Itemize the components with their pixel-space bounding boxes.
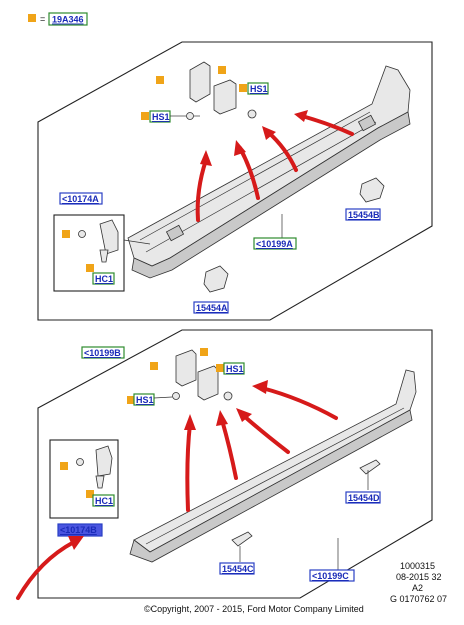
lower-tag-10199b[interactable]: <10199B — [81, 346, 125, 359]
upper-panel: HS1 HS1 <10174A HC1 15454B — [37, 41, 433, 321]
upper-red-arrows — [195, 110, 354, 222]
lower-inset-clip-icon — [76, 458, 84, 466]
lower-stud-left-icon — [172, 392, 180, 400]
lower-marker-2 — [200, 348, 208, 356]
upper-inset-marker-2 — [86, 264, 94, 272]
upper-stud-right-icon — [247, 109, 257, 119]
footer-line4: G 0170762 07 — [390, 594, 447, 604]
svg-text:HS1: HS1 — [136, 395, 154, 405]
upper-clip-rear — [357, 114, 377, 132]
svg-text:HS1: HS1 — [226, 364, 244, 374]
lower-panel-frame — [37, 329, 433, 599]
lower-rocker-panel-edge — [129, 409, 413, 563]
svg-text:HS1: HS1 — [152, 112, 170, 122]
lower-inset-fastener-icon — [95, 475, 105, 489]
svg-text:<10174A: <10174A — [62, 194, 99, 204]
svg-text:HC1: HC1 — [95, 274, 113, 284]
svg-text:<10199C: <10199C — [312, 571, 349, 581]
upper-bracket-b — [213, 79, 237, 115]
upper-stud-left-icon — [186, 112, 194, 120]
upper-tag-hs1-left[interactable]: HS1 — [149, 110, 171, 123]
pointer-arrow-head — [68, 536, 84, 550]
upper-inset-fastener-icon — [99, 249, 109, 263]
lower-bracket-b — [197, 365, 219, 401]
lower-clip-15454d — [359, 459, 381, 475]
upper-inset-marker-1 — [62, 230, 70, 238]
lower-arrow-1 — [185, 422, 192, 512]
lower-inset-bracket — [95, 445, 113, 477]
lower-marker-1 — [150, 362, 158, 370]
svg-text:15454B: 15454B — [348, 210, 380, 220]
lower-arrow-4 — [260, 386, 338, 420]
lower-inset-box — [49, 439, 119, 519]
lower-marker-4 — [216, 364, 224, 372]
upper-tag-hs1-right[interactable]: HS1 — [247, 82, 269, 95]
lower-clip-15454c — [231, 531, 253, 547]
legend: = 19A346 — [28, 12, 88, 26]
lower-tag-15454d[interactable]: 15454D — [345, 491, 381, 504]
lower-tag-hc1[interactable]: HC1 — [92, 494, 115, 507]
svg-text:HC1: HC1 — [95, 496, 113, 506]
upper-tag-10199a[interactable]: <10199A — [253, 237, 297, 250]
pointer-arrow-shaft — [16, 540, 76, 600]
lower-tag-10199c[interactable]: <10199C — [309, 569, 355, 582]
footer-codes: 1000315 08-2015 32 A2 G 0170762 07 — [390, 561, 447, 604]
legend-code-box — [48, 12, 88, 26]
upper-tag-15454a[interactable]: 15454A — [193, 301, 229, 314]
lower-bracket-a — [175, 349, 197, 387]
svg-text:15454C: 15454C — [222, 564, 254, 574]
lower-panel: <10199B HS1 HS1 HC1 <10174B — [37, 329, 433, 599]
upper-marker-1 — [156, 76, 164, 84]
upper-marker-4 — [239, 84, 247, 92]
upper-tag-10174a[interactable]: <10174A — [59, 192, 103, 205]
svg-text:HS1: HS1 — [250, 84, 268, 94]
upper-panel-frame — [37, 41, 433, 321]
lower-tag-15454c[interactable]: 15454C — [219, 562, 255, 575]
svg-text:15454D: 15454D — [348, 493, 380, 503]
upper-inset-box — [53, 214, 125, 292]
lower-inset-marker-2 — [86, 490, 94, 498]
footer-line2: 08-2015 32 — [396, 572, 442, 582]
lower-marker-3 — [127, 396, 135, 404]
svg-text:<10174B: <10174B — [60, 525, 97, 535]
upper-rocker-panel-edge — [131, 111, 411, 279]
upper-bracket-a — [189, 61, 211, 103]
svg-text:15454A: 15454A — [196, 303, 228, 313]
lower-tag-10174b-highlighted[interactable]: <10174B — [57, 523, 103, 537]
footer-line3: A2 — [412, 583, 423, 593]
upper-inset-clip-icon — [78, 230, 86, 238]
lower-inset-marker-1 — [60, 462, 68, 470]
upper-clip-front — [165, 224, 185, 242]
upper-inset-bracket — [99, 219, 119, 255]
upper-clip-15454a — [203, 265, 229, 293]
upper-marker-3 — [141, 112, 149, 120]
footer-line1: 1000315 — [400, 561, 435, 571]
lower-arrow-2 — [220, 418, 238, 480]
upper-tag-hc1[interactable]: HC1 — [92, 272, 115, 285]
pointer-arrow — [16, 536, 84, 600]
upper-marker-2 — [218, 66, 226, 74]
legend-equals: = — [40, 14, 45, 24]
svg-text:<10199A: <10199A — [256, 239, 293, 249]
upper-arrow-1 — [195, 158, 208, 222]
legend-code: 19A346 — [52, 15, 84, 25]
upper-arrow-4 — [300, 114, 354, 136]
lower-tag-hs1-left[interactable]: HS1 — [133, 393, 155, 406]
svg-text:<10199B: <10199B — [84, 348, 121, 358]
lower-stud-right-icon — [223, 391, 233, 401]
lower-tag-hs1-right[interactable]: HS1 — [223, 362, 245, 375]
upper-tag-15454b[interactable]: 15454B — [345, 208, 381, 221]
legend-marker-icon — [28, 14, 36, 22]
copyright: ©Copyright, 2007 - 2015, Ford Motor Comp… — [144, 604, 364, 614]
lower-arrow-3 — [242, 414, 290, 454]
upper-clip-15454b — [359, 177, 385, 203]
lower-red-arrows — [184, 380, 338, 512]
